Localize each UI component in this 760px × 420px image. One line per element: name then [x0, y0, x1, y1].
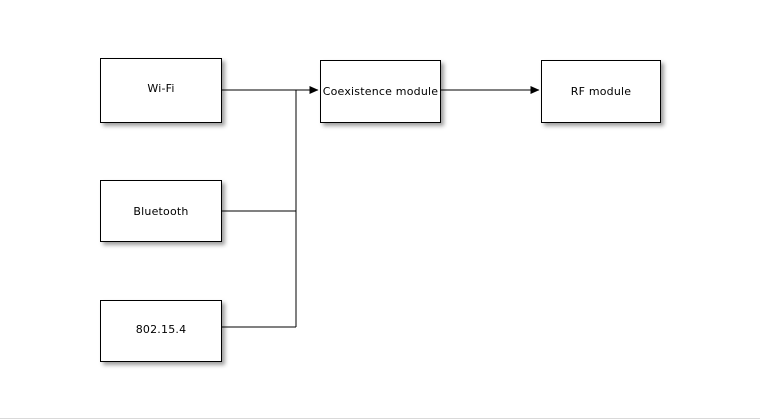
- node-rf-module-label: RF module: [570, 85, 632, 98]
- node-wifi[interactable]: Wi-Fi: [100, 58, 222, 123]
- node-802-15-4[interactable]: 802.15.4: [100, 300, 222, 362]
- node-rf-module[interactable]: RF module: [541, 60, 661, 123]
- node-wifi-label: Wi-Fi: [147, 82, 175, 95]
- canvas-bottom-rule: [0, 418, 760, 419]
- node-coexistence-module-label: Coexistence module: [322, 85, 439, 98]
- node-bluetooth[interactable]: Bluetooth: [100, 180, 222, 242]
- node-bluetooth-label: Bluetooth: [133, 204, 189, 218]
- node-coexistence-module[interactable]: Coexistence module: [320, 60, 441, 123]
- node-802-15-4-label: 802.15.4: [135, 322, 187, 336]
